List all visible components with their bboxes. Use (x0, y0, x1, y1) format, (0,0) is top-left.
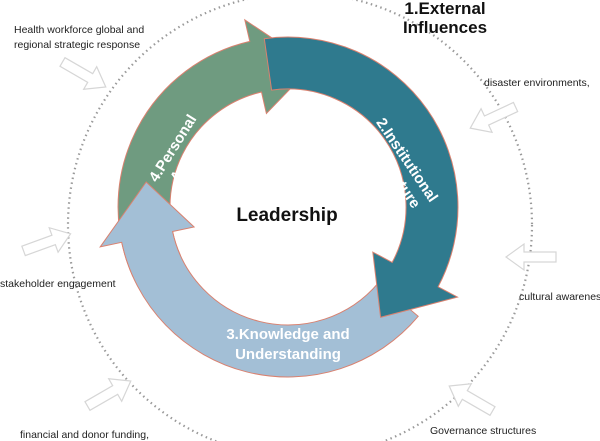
influence-stakeholder: stakeholder engagement (0, 278, 116, 290)
knowledge-understanding-label-line2: Understanding (235, 346, 341, 363)
influence-arrow-top-right (469, 101, 519, 134)
external-influences-title-line1: 1.External (404, 0, 485, 18)
influence-arrow-bottom-left (84, 378, 132, 412)
influence-arrows (21, 56, 557, 417)
influence-disaster: disaster environments, (484, 77, 590, 89)
institutional-architecture-arrow (263, 36, 459, 318)
external-influences-title-line2: Influences (403, 18, 487, 37)
outer-dotted-ring (66, 0, 534, 441)
influence-arrow-bottom-right (448, 383, 496, 417)
influence-arrow-top-left (59, 56, 107, 90)
influence-health-line1: Health workforce global and (14, 24, 144, 36)
influence-arrow-right (504, 242, 557, 272)
influence-arrow-left (21, 226, 72, 257)
influence-financial: financial and donor funding, (20, 429, 149, 441)
leadership-center-label: Leadership (236, 205, 337, 226)
knowledge-understanding-label-line1: 3.Knowledge and (226, 326, 349, 343)
knowledge-understanding-arrow (99, 181, 419, 378)
influence-health-line2: regional strategic response (14, 39, 140, 51)
influence-cultural: cultural awareness (519, 291, 600, 303)
influence-governance: Governance structures (430, 425, 536, 437)
